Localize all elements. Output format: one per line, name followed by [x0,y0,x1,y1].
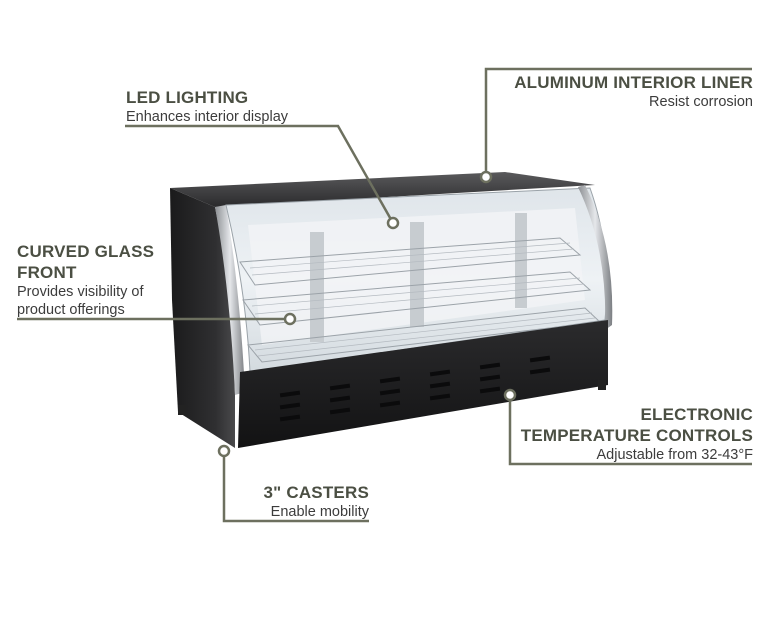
callout-curved-glass: CURVED GLASS FRONT Provides visibility o… [17,241,154,319]
marker-casters [217,444,231,458]
leader-aluminum-liner [484,67,752,177]
callout-title: ALUMINUM INTERIOR LINER [514,73,753,92]
callout-description: Resist corrosion [649,94,753,110]
callout-title-line1: ELECTRONIC [640,405,753,424]
callout-aluminum-liner: ALUMINUM INTERIOR LINER Resist corrosion [514,72,753,111]
callout-title-line2: TEMPERATURE CONTROLS [520,426,753,445]
leader-led-lighting [125,124,395,224]
callout-description: Enable mobility [270,504,369,520]
callout-title-line1: CURVED GLASS [17,242,155,261]
callout-description-line1: Provides visibility of [17,284,144,300]
leader-temperature-controls [508,395,752,466]
callout-title: LED LIGHTING [126,88,249,107]
leader-casters [222,451,369,523]
callout-description: Adjustable from 32-43°F [596,447,753,463]
cabinet-base [238,320,608,448]
callout-led-lighting: LED LIGHTING Enhances interior display [126,87,288,126]
callout-description: Enhances interior display [126,109,289,125]
callout-temperature-controls: ELECTRONIC TEMPERATURE CONTROLS Adjustab… [521,404,753,464]
callout-casters: 3" CASTERS Enable mobility [233,482,369,521]
callout-title-line2: FRONT [17,263,77,282]
marker-led-lighting [386,216,400,230]
marker-curved-glass [283,312,297,326]
marker-aluminum-liner [479,170,493,184]
glass-trim [215,205,245,395]
callout-title: 3" CASTERS [263,483,369,502]
marker-temperature-controls [503,388,517,402]
callout-description-line2: product offerings [17,302,125,318]
